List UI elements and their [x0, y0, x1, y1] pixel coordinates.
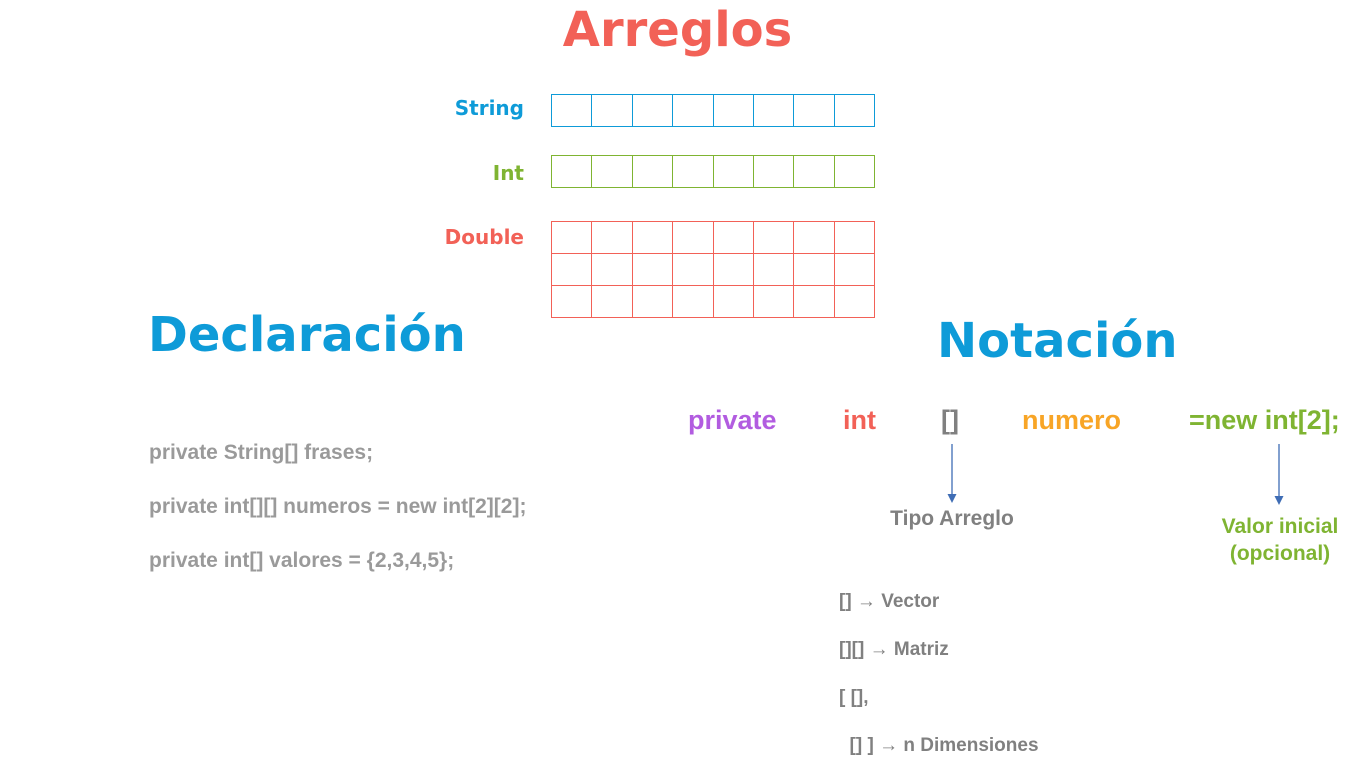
array-cell — [673, 254, 714, 286]
array-cell — [713, 156, 754, 188]
type-annotation: Tipo Arreglo — [890, 507, 1014, 530]
array-cell — [632, 254, 674, 286]
array-cell — [552, 156, 593, 188]
array-cell — [552, 95, 593, 127]
array-cell — [713, 222, 754, 254]
array-cell — [673, 156, 714, 188]
array-cell — [834, 286, 876, 318]
double-array-label: Double — [444, 225, 524, 249]
array-cell — [632, 222, 674, 254]
declaration-line: private int[][] numeros = new int[2][2]; — [149, 495, 527, 518]
notation-type: int — [843, 405, 876, 435]
legend-item: [][] → Matriz — [839, 639, 949, 660]
notation-modifier: private — [688, 405, 777, 435]
notation-title: Notación — [937, 313, 1178, 369]
array-cell — [753, 156, 795, 188]
type-arrow-icon — [947, 444, 957, 503]
notation-init: =new int[2]; — [1189, 405, 1340, 435]
legend-item: [ [], — [839, 687, 869, 708]
init-annotation: Valor inicial (opcional) — [1195, 513, 1365, 567]
array-cell — [794, 222, 835, 254]
array-cell — [794, 156, 835, 188]
array-cell — [673, 286, 714, 318]
string-array-diagram — [551, 94, 876, 127]
array-cell — [632, 156, 674, 188]
declaration-title: Declaración — [148, 307, 466, 363]
array-cell — [592, 222, 633, 254]
array-cell — [753, 286, 795, 318]
array-cell — [592, 254, 633, 286]
string-array-label: String — [454, 96, 524, 120]
array-cell — [713, 286, 754, 318]
array-cell — [552, 222, 593, 254]
array-cell — [794, 95, 835, 127]
array-cell — [552, 286, 593, 318]
array-cell — [592, 95, 633, 127]
init-annotation-line: (opcional) — [1229, 542, 1331, 565]
array-cell — [753, 222, 795, 254]
declaration-code: private String[] frases; private int[][]… — [149, 412, 526, 601]
int-array-diagram — [551, 155, 876, 188]
init-annotation-line: Valor inicial — [1221, 515, 1339, 538]
declaration-line: private int[] valores = {2,3,4,5}; — [149, 549, 455, 572]
array-cell — [794, 254, 835, 286]
array-cell — [632, 95, 674, 127]
array-cell — [592, 156, 633, 188]
array-cell — [592, 286, 633, 318]
array-cell — [673, 222, 714, 254]
init-arrow-icon — [1274, 444, 1284, 505]
array-cell — [713, 254, 754, 286]
array-cell — [753, 254, 795, 286]
array-cell — [834, 222, 876, 254]
notation-name: numero — [1022, 405, 1122, 435]
array-cell — [794, 286, 835, 318]
array-cell — [834, 95, 876, 127]
array-cell — [552, 254, 593, 286]
array-cell — [632, 286, 674, 318]
notation-brackets: [] — [941, 405, 959, 435]
array-cell — [753, 95, 795, 127]
legend-item: [] → Vector — [839, 591, 940, 612]
page-title: Arreglos — [562, 2, 793, 58]
array-cell — [673, 95, 714, 127]
array-cell — [713, 95, 754, 127]
array-cell — [834, 156, 876, 188]
int-array-label: Int — [492, 161, 524, 185]
dimension-legend: [] → Vector [][] → Matriz [ [], [] ] → n… — [839, 566, 1039, 782]
declaration-line: private String[] frases; — [149, 441, 374, 464]
legend-item: [] ] → n Dimensiones — [839, 735, 1039, 756]
double-array-diagram — [551, 221, 876, 318]
array-cell — [834, 254, 876, 286]
